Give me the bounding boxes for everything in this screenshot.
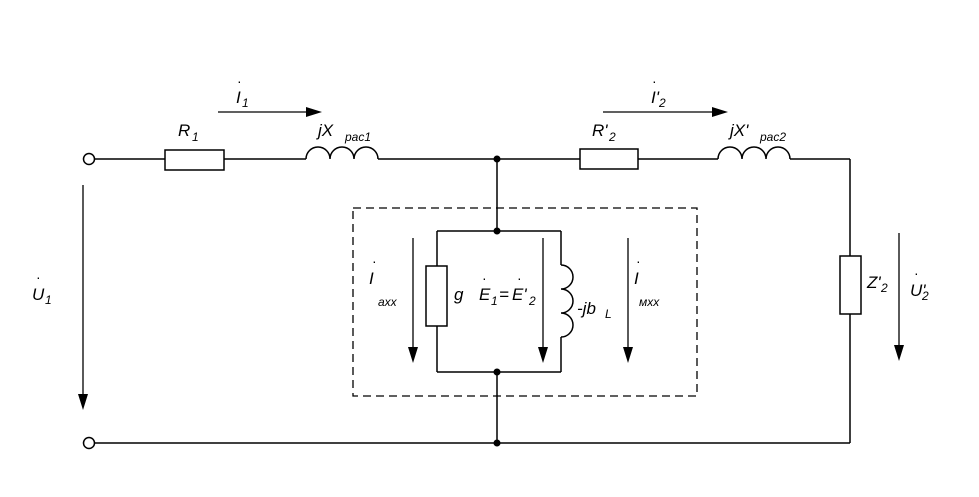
dot-accent: ·: [517, 270, 522, 286]
label-jb: -jb L: [577, 299, 612, 321]
arrows: [78, 107, 904, 410]
label-sub: 1: [45, 293, 52, 307]
arrow-e-head: [538, 347, 548, 363]
label-sub: 1: [491, 294, 498, 308]
label-sub: pac1: [344, 130, 371, 144]
label-sub: мхх: [639, 295, 660, 309]
wires: [95, 158, 851, 444]
load-z2: [839, 255, 862, 315]
dot-accent: ·: [636, 253, 641, 269]
label-text: jX: [316, 121, 334, 140]
label-text: U: [32, 285, 45, 304]
label-sub: 1: [242, 96, 249, 110]
label-i1: · I 1: [236, 73, 249, 110]
inductor-bl: [560, 264, 574, 338]
label-text: I: [634, 269, 639, 288]
label-eq: =: [499, 285, 509, 304]
label-sub-2: 2: [528, 294, 536, 308]
dot-accent: ·: [914, 265, 919, 281]
inductor-x1: [305, 146, 379, 160]
label-text-2: E': [512, 285, 527, 304]
label-sub: pac2: [759, 130, 786, 144]
label-text: Z': [866, 273, 881, 292]
arrow-i1-head: [306, 107, 322, 117]
label-text: U': [910, 281, 926, 300]
terminal-top: [82, 152, 96, 166]
label-g: g: [454, 285, 464, 304]
label-sub: axx: [378, 295, 398, 309]
label-i2: · I' 2: [651, 73, 666, 110]
label-sub: 2: [880, 281, 888, 295]
dot-accent: ·: [372, 253, 377, 269]
label-sub: 1: [192, 130, 199, 144]
inductor-x2: [717, 146, 791, 160]
arrow-u1-head: [78, 394, 88, 410]
label-e: · E 1 = · E' 2: [479, 270, 536, 308]
arrow-i2-head: [712, 107, 728, 117]
label-text: jX': [728, 121, 749, 140]
label-text: R': [592, 121, 608, 140]
label-x1: jX pac1: [316, 121, 371, 144]
node-bottom: [493, 439, 501, 447]
dot-accent: ·: [652, 73, 657, 89]
terminal-bottom: [82, 436, 96, 450]
label-z2: Z' 2: [866, 273, 888, 295]
arrow-im-head: [623, 347, 633, 363]
label-r2: R' 2: [592, 121, 616, 144]
label-sub: L: [605, 307, 612, 321]
label-x2: jX' pac2: [728, 121, 786, 144]
conductance-g: [425, 265, 448, 327]
node-top: [493, 155, 501, 163]
label-ia: · I axx: [369, 253, 398, 309]
arrow-ia-head: [408, 347, 418, 363]
label-text: -jb: [577, 299, 596, 318]
arrow-u2-head: [894, 345, 904, 361]
node-branch-bottom: [493, 368, 501, 376]
label-text: R: [178, 121, 190, 140]
label-r1: R 1: [178, 121, 199, 144]
label-text: E: [479, 285, 491, 304]
dot-accent: ·: [36, 269, 41, 285]
node-branch-top: [493, 227, 501, 235]
magnetizing-branch-box: [352, 207, 698, 397]
label-text: I': [651, 88, 660, 107]
label-im: · I мхх: [634, 253, 660, 309]
label-text: I: [369, 269, 374, 288]
resistor-r2: [579, 148, 639, 170]
dot-accent: ·: [237, 73, 242, 89]
label-u2: · U' 2: [910, 265, 929, 303]
label-sub: 2: [921, 289, 929, 303]
label-text: I: [236, 88, 241, 107]
resistor-r1: [164, 149, 225, 171]
label-u1: · U 1: [32, 269, 52, 307]
label-sub: 2: [608, 130, 616, 144]
dot-accent: ·: [482, 270, 487, 286]
label-sub: 2: [658, 96, 666, 110]
